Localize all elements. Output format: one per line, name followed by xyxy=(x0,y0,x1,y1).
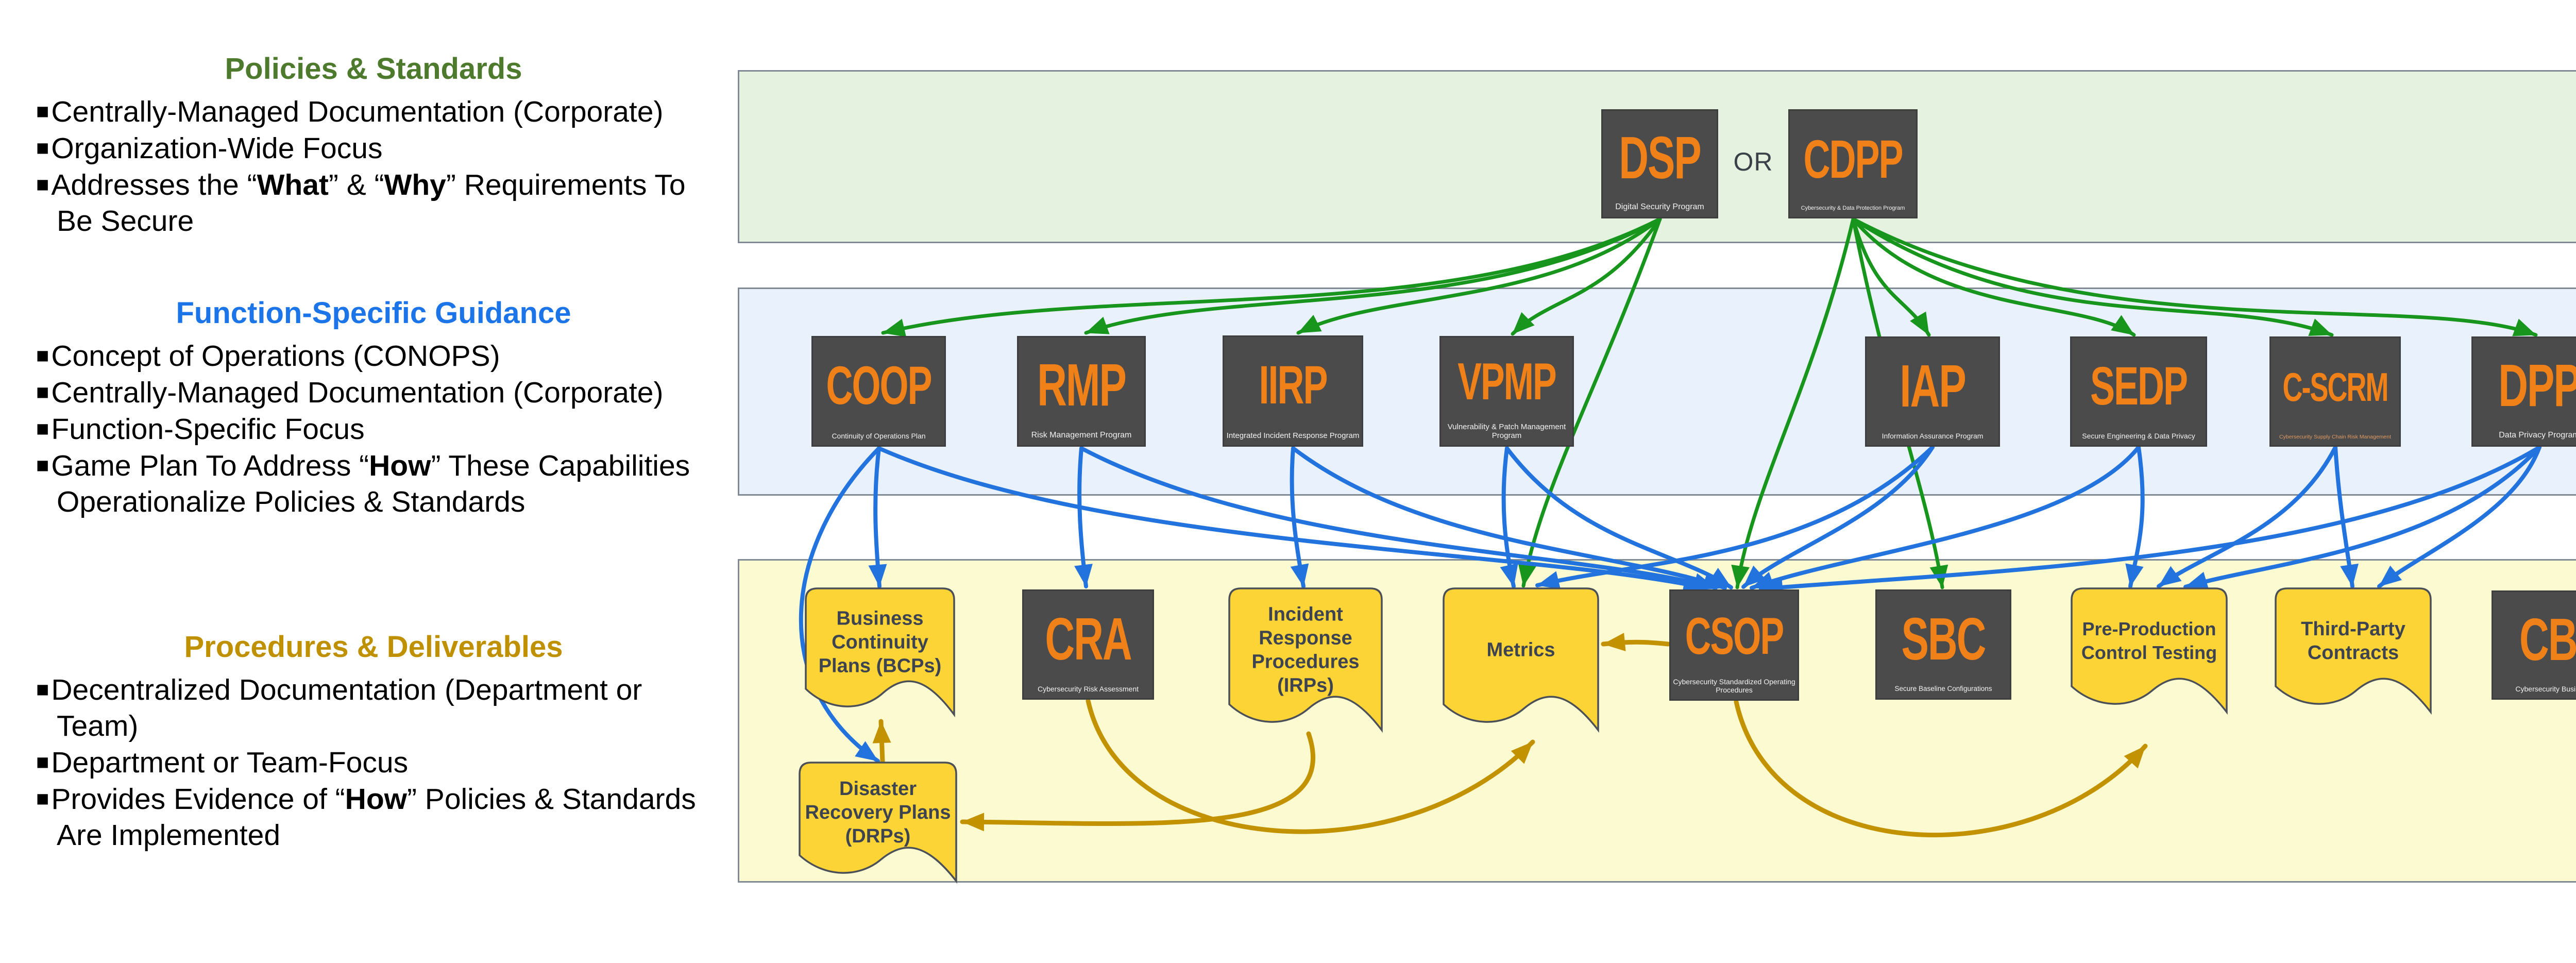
bullet-square-icon: ■ xyxy=(36,416,49,441)
bullet-square-icon: ■ xyxy=(36,99,49,123)
legend-bullet: ■Decentralized Documentation (Department… xyxy=(36,673,642,742)
tactical-band xyxy=(738,559,2576,883)
program-acronym-dsp: DSP xyxy=(1619,124,1701,191)
program-subtitle-sbc: Secure Baseline Configurations xyxy=(1894,685,1992,693)
legend-bullet: ■Provides Evidence of “How” Policies & S… xyxy=(36,783,696,852)
or-label: OR xyxy=(1733,147,1773,176)
program-subtitle-iirp: Integrated Incident Response Program xyxy=(1226,431,1360,440)
legend-block-function-specific-guidance: Function-Specific Guidance ■Concept of Op… xyxy=(36,296,711,520)
program-acronym-iap: IAP xyxy=(1900,352,1966,419)
bullet-square-icon: ■ xyxy=(36,343,49,367)
legend-bullet: ■Function-Specific Focus xyxy=(36,413,365,446)
program-acronym-coop: COOP xyxy=(826,356,932,416)
bullet-square-icon: ■ xyxy=(36,750,49,774)
program-subtitle-iap: Information Assurance Program xyxy=(1882,431,1984,440)
program-box-cra: CRA Cybersecurity Risk Assessment xyxy=(1022,589,1154,700)
bullet-square-icon: ■ xyxy=(36,172,49,196)
legend-bullet: ■Department or Team-Focus xyxy=(36,746,409,779)
bullet-square-icon: ■ xyxy=(36,786,49,810)
program-acronym-cbp: CBP xyxy=(2519,606,2576,673)
legend-title-policies-standards: Policies & Standards xyxy=(225,52,522,86)
program-subtitle-cscrm: Cybersecurity Supply Chain Risk Manageme… xyxy=(2279,433,2392,440)
program-box-csop: CSOP Cybersecurity Standardized Operating… xyxy=(1669,589,1799,701)
legend-title-function-specific-guidance: Function-Specific Guidance xyxy=(176,296,571,330)
program-subtitle-sedp: Secure Engineering & Data Privacy xyxy=(2082,431,2195,440)
program-subtitle-rmp: Risk Management Program xyxy=(1031,430,1132,440)
legend-block-procedures-deliverables: Procedures & Deliverables ■Decentralized … xyxy=(36,630,711,853)
program-box-cscrm: C-SCRM Cybersecurity Supply Chain Risk Ma… xyxy=(2269,336,2401,447)
program-acronym-cdpp: CDPP xyxy=(1803,129,1903,190)
program-acronym-cscrm: C-SCRM xyxy=(2282,365,2389,410)
program-box-dpp: DPP Data Privacy Program xyxy=(2471,336,2576,447)
legend-bullet: ■Game Plan To Address “How” These Capabi… xyxy=(36,449,690,518)
program-subtitle-cbp: Cybersecurity Business Plan xyxy=(2515,684,2576,693)
legend-title-procedures-deliverables: Procedures & Deliverables xyxy=(184,630,563,664)
bullet-square-icon: ■ xyxy=(36,136,49,160)
program-box-dsp: DSP Digital Security Program xyxy=(1601,109,1718,218)
program-box-iirp: IIRP Integrated Incident Response Program xyxy=(1223,335,1363,447)
program-subtitle-cdpp: Cybersecurity & Data Protection Program xyxy=(1801,205,1905,212)
legend-bullet: ■Centrally-Managed Documentation (Corpor… xyxy=(36,95,664,128)
program-box-vpmp: VPMP Vulnerability & Patch Management Pro… xyxy=(1439,336,1574,447)
program-acronym-dpp: DPP xyxy=(2498,352,2576,419)
program-acronym-sedp: SEDP xyxy=(2090,356,2188,416)
program-subtitle-dsp: Digital Security Program xyxy=(1615,202,1704,211)
program-acronym-rmp: RMP xyxy=(1037,352,1127,419)
program-subtitle-dpp: Data Privacy Program xyxy=(2499,430,2576,440)
program-box-coop: COOP Continuity of Operations Plan xyxy=(811,336,946,447)
program-acronym-csop: CSOP xyxy=(1685,606,1784,665)
program-subtitle-csop: Cybersecurity Standardized Operating Pro… xyxy=(1673,677,1795,694)
legend-bullet: ■Addresses the “What” & “Why” Requiremen… xyxy=(36,168,686,238)
legend-bullet: ■Centrally-Managed Documentation (Corpor… xyxy=(36,376,664,409)
program-box-sbc: SBC Secure Baseline Configurations xyxy=(1875,589,2011,700)
bullet-square-icon: ■ xyxy=(36,677,49,701)
bullet-square-icon: ■ xyxy=(36,453,49,477)
legend-bullet: ■Concept of Operations (CONOPS) xyxy=(36,340,500,373)
program-box-cdpp: CDPP Cybersecurity & Data Protection Prog… xyxy=(1788,109,1918,218)
legend-bullet: ■Organization-Wide Focus xyxy=(36,132,383,165)
program-acronym-iirp: IIRP xyxy=(1259,356,1328,416)
program-acronym-sbc: SBC xyxy=(1901,605,1987,673)
bullet-square-icon: ■ xyxy=(36,380,49,404)
program-subtitle-vpmp: Vulnerability & Patch Management Program xyxy=(1447,422,1566,440)
program-acronym-vpmp: VPMP xyxy=(1458,352,1556,411)
program-acronym-cra: CRA xyxy=(1045,605,1132,672)
program-subtitle-coop: Continuity of Operations Plan xyxy=(832,431,926,440)
program-box-rmp: RMP Risk Management Program xyxy=(1017,336,1146,447)
program-box-cbp: CBP Cybersecurity Business Plan xyxy=(2492,590,2576,700)
legend-block-policies-standards: Policies & Standards ■Centrally-Managed D… xyxy=(36,52,711,239)
program-box-sedp: SEDP Secure Engineering & Data Privacy xyxy=(2070,336,2207,447)
program-box-iap: IAP Information Assurance Program xyxy=(1865,336,2000,447)
program-subtitle-cra: Cybersecurity Risk Assessment xyxy=(1037,684,1139,693)
